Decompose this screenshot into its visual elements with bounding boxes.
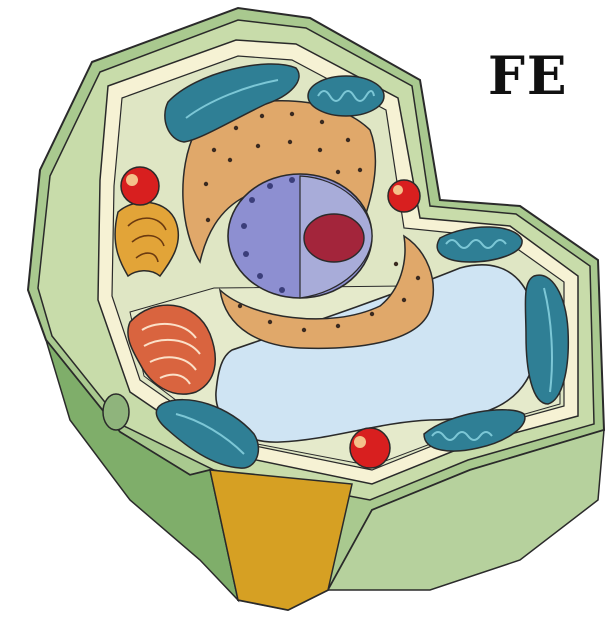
plasmodesma — [103, 394, 129, 430]
mitochondria-top-right — [308, 76, 384, 116]
nucleolus — [304, 214, 364, 262]
vesicle-top-left — [121, 167, 159, 205]
figure-title-partial: FE — [488, 46, 569, 107]
vesicle-bottom — [350, 428, 390, 468]
vesicle-right — [388, 180, 420, 212]
